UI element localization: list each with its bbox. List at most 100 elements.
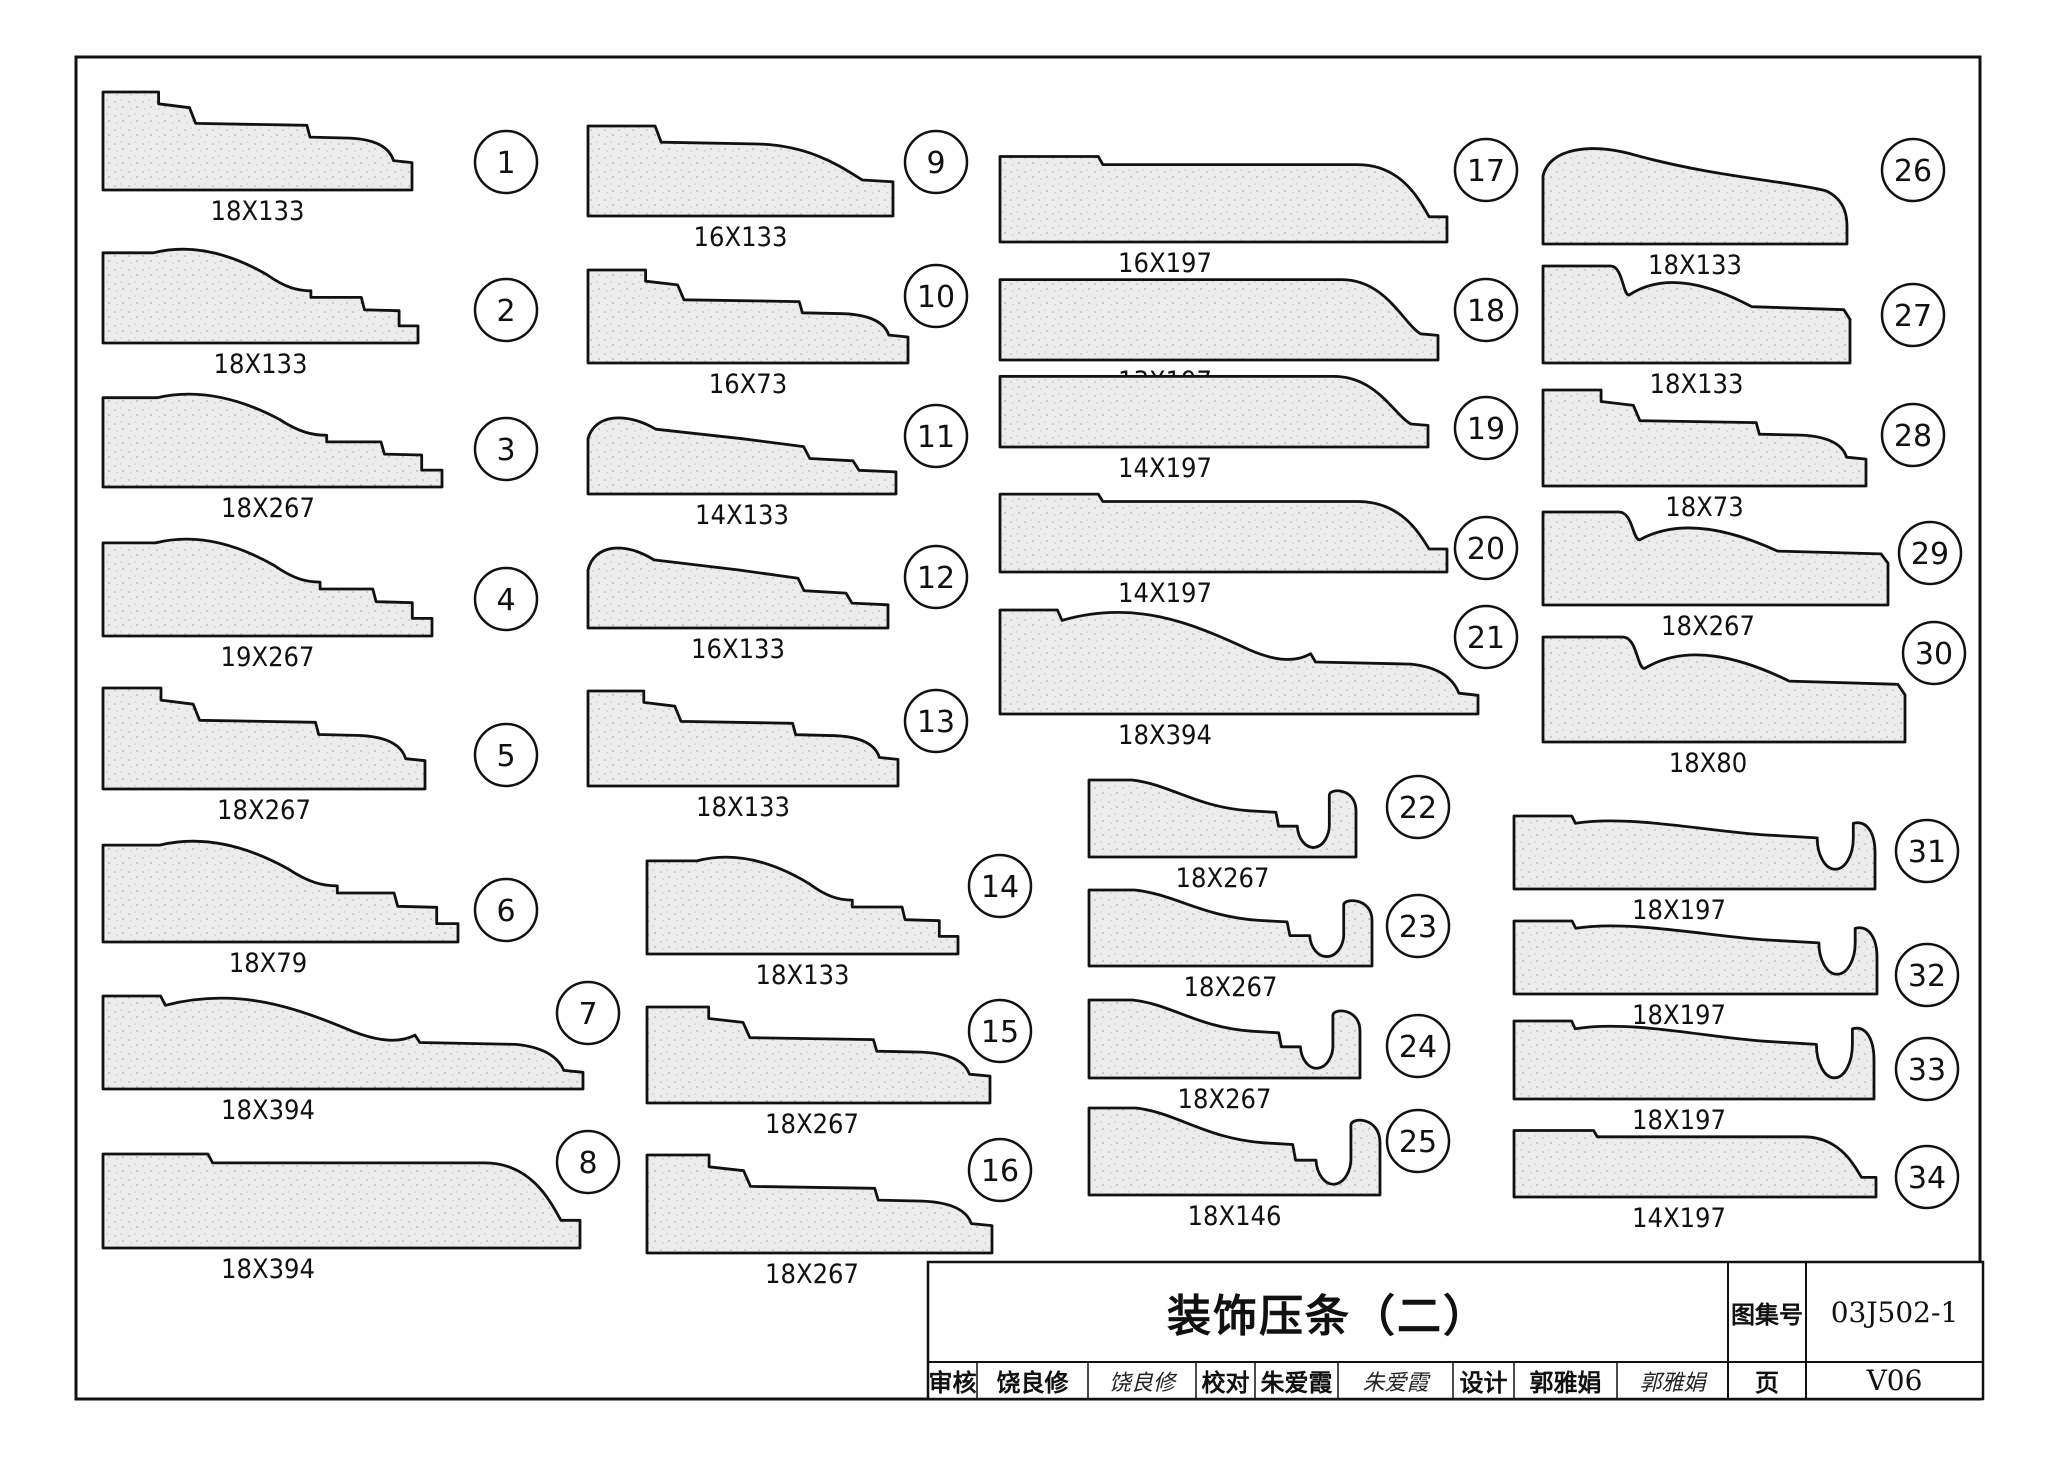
profile-number: 32 — [1908, 959, 1946, 994]
profile-number-circle — [1894, 1036, 1960, 1102]
profile-section-shape — [1512, 1129, 1878, 1199]
profile-number: 11 — [917, 420, 955, 455]
profile-number: 20 — [1467, 532, 1505, 567]
profile-number: 23 — [1399, 910, 1437, 945]
profile-size-label: 18X133 — [696, 792, 790, 823]
profile-section-shape — [1087, 1106, 1382, 1197]
profile-number-circle — [1880, 137, 1946, 203]
profile-size-label: 18X394 — [221, 1095, 315, 1126]
profile-number-circle — [555, 1129, 621, 1195]
profile-number-circle — [1453, 395, 1519, 461]
profile-number: 9 — [926, 146, 945, 181]
profile-size-label: 14X197 — [1632, 1203, 1726, 1234]
profile-number: 6 — [496, 894, 515, 929]
profile-section-shape — [998, 278, 1440, 362]
profile-number: 26 — [1894, 154, 1932, 189]
profile-size-label: 18X133 — [1650, 369, 1744, 400]
profile-section-shape — [1087, 778, 1358, 859]
profile-size-label: 18X133 — [1648, 250, 1742, 281]
profile-number: 30 — [1915, 637, 1953, 672]
profile-section-shape — [101, 537, 434, 638]
profiles-layer: 18X133118X133218X267319X267418X267518X79… — [101, 90, 1967, 1290]
designer-signature: 郭雅娟 — [1639, 1370, 1706, 1396]
profile-26: 18X133 26 — [1541, 137, 1946, 281]
reviewer-name: 饶良修 — [996, 1369, 1069, 1397]
profile-size-label: 16X73 — [709, 369, 787, 400]
profile-size-label: 18X146 — [1188, 1201, 1282, 1232]
profile-number: 13 — [917, 705, 955, 740]
profile-number: 15 — [981, 1015, 1019, 1050]
profile-size-label: 18X267 — [1176, 863, 1270, 894]
profile-size-label: 16X133 — [691, 634, 785, 665]
profile-number: 5 — [496, 739, 515, 774]
profile-section-shape — [645, 1153, 994, 1255]
profile-number: 2 — [496, 294, 515, 329]
profile-section-shape — [645, 1005, 992, 1105]
profile-size-label: 18X197 — [1632, 1000, 1726, 1031]
profile-section-shape — [101, 994, 585, 1091]
profile-section-shape — [101, 247, 420, 345]
profile-number-circle — [903, 403, 969, 469]
profile-section-shape — [1541, 264, 1852, 365]
profile-size-label: 14X133 — [695, 500, 789, 531]
profile-25: 18X146 25 — [1087, 1106, 1451, 1232]
checker-signature: 朱爱霞 — [1362, 1370, 1429, 1396]
title-block: 装饰压条（二） 图集号 03J502-1 审核 饶良修 饶良修 校对 朱爱霞 朱… — [928, 1262, 1983, 1399]
profile-size-label: 18X133 — [214, 349, 308, 380]
profile-size-label: 18X133 — [211, 196, 305, 227]
profile-size-label: 18X197 — [1632, 1105, 1726, 1136]
profile-34: 14X197 34 — [1512, 1129, 1960, 1234]
profile-number: 25 — [1399, 1125, 1437, 1160]
profile-number-circle — [903, 263, 969, 329]
page-number: V06 — [1866, 1364, 1923, 1397]
profile-section-shape — [645, 855, 960, 956]
profile-number-circle — [555, 980, 621, 1046]
profile-10: 16X73 10 — [586, 263, 969, 400]
profile-number-circle — [1453, 604, 1519, 670]
profile-size-label: 19X267 — [221, 642, 315, 673]
atlas-number: 03J502-1 — [1830, 1295, 1959, 1329]
profile-size-label: 18X267 — [221, 493, 315, 524]
profile-number: 3 — [496, 433, 515, 468]
profile-number: 22 — [1399, 791, 1437, 826]
profile-4: 19X267 4 — [101, 537, 539, 673]
profile-section-shape — [101, 839, 460, 944]
review-label: 审核 — [928, 1369, 977, 1397]
profile-section-shape — [586, 268, 910, 365]
profile-number: 34 — [1908, 1161, 1946, 1196]
profile-section-shape — [1087, 888, 1374, 968]
profile-number: 28 — [1894, 419, 1932, 454]
profile-number: 21 — [1467, 621, 1505, 656]
profile-section-shape — [998, 375, 1430, 449]
profile-number: 10 — [917, 280, 955, 315]
profile-number: 24 — [1399, 1030, 1437, 1065]
reviewer-signature: 饶良修 — [1108, 1370, 1175, 1396]
profile-number: 31 — [1908, 835, 1946, 870]
profile-number: 4 — [496, 583, 515, 618]
profile-number: 8 — [578, 1146, 597, 1181]
profile-section-shape — [998, 608, 1480, 716]
profile-size-label: 18X267 — [1178, 1084, 1272, 1115]
profile-section-shape — [1541, 147, 1849, 246]
profile-size-label: 18X394 — [221, 1254, 315, 1285]
profile-size-label: 18X133 — [756, 960, 850, 991]
profile-number-circle — [1894, 818, 1960, 884]
profile-number-circle — [903, 129, 969, 195]
profile-number-circle — [473, 722, 539, 788]
profile-number-circle — [1453, 515, 1519, 581]
profile-section-shape — [1512, 919, 1879, 996]
profile-section-shape — [101, 686, 427, 791]
profile-number: 29 — [1911, 537, 1949, 572]
profile-number-circle — [473, 877, 539, 943]
profile-size-label: 16X197 — [1118, 248, 1212, 279]
